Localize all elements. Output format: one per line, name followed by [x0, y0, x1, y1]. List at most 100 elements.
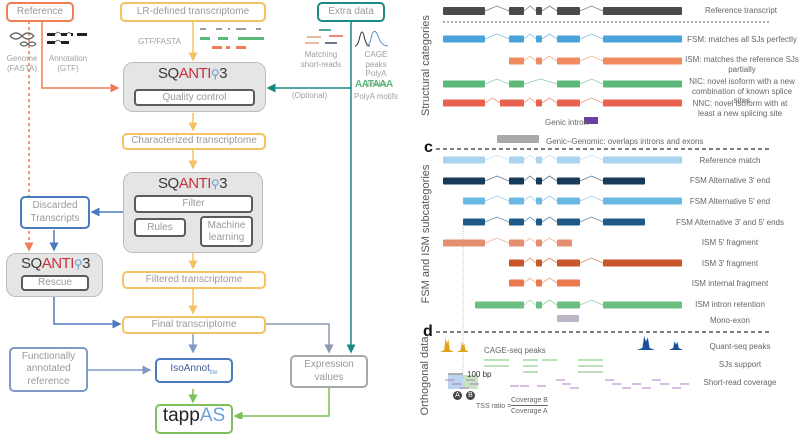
ism5-exon — [509, 239, 524, 247]
quality-control-button[interactable]: Quality control — [134, 89, 255, 106]
reference-match-exon — [557, 156, 580, 164]
annotation-gtf-icon — [46, 30, 94, 50]
sqanti-anti: ANTI — [41, 255, 75, 272]
rules-button[interactable]: Rules — [134, 218, 186, 237]
intron-line — [541, 154, 558, 161]
sqanti-sq: SQ — [21, 255, 42, 272]
filter-button[interactable]: Filter — [134, 195, 253, 213]
reference-transcript-exon — [509, 7, 524, 15]
intron-line — [579, 55, 604, 62]
reference-box[interactable]: Reference — [6, 2, 74, 22]
ism5-exon — [443, 239, 485, 247]
lr-transcriptome-label: LR-defined transcriptome — [136, 5, 250, 17]
sqanti-3: 3 — [219, 175, 227, 192]
intron-line — [541, 257, 558, 264]
matching-short-reads-label: Matching short-reads — [300, 50, 342, 69]
expression-values-box[interactable]: Expression values — [290, 355, 368, 388]
intron-line — [579, 154, 604, 161]
cage-peak — [457, 342, 469, 352]
lr-transcriptome-box[interactable]: LR-defined transcriptome — [120, 2, 266, 22]
machine-learning-button[interactable]: Machine learning — [200, 216, 253, 247]
nnc-exon — [443, 99, 485, 107]
intron-line — [523, 277, 537, 284]
ism-exon — [536, 57, 542, 65]
ism3-exon — [557, 259, 580, 267]
tss-ratio-label: TSS ratio = — [476, 403, 512, 410]
ism-intron-retention-exon — [475, 301, 524, 309]
magnifier-icon: ⚲ — [210, 66, 220, 81]
fsm-alt3-exon — [536, 177, 542, 185]
transcript-models-icon — [198, 25, 268, 53]
fsm-alt35-exon — [603, 218, 645, 226]
fsm-alt3-exon — [557, 177, 580, 185]
polya-motifs-label: PolyA motifs — [354, 92, 399, 101]
reference-transcript-exon — [603, 7, 682, 15]
panel-d-letter: d — [423, 323, 433, 340]
row-label-fsm-alt-5: FSM Alternative 5′ end — [689, 197, 771, 206]
intron-line — [523, 257, 537, 264]
intron-line — [541, 97, 558, 104]
intron-line — [541, 237, 558, 244]
fsm-exon — [509, 35, 524, 43]
fsm-exon — [557, 35, 580, 43]
ism-internal-exon — [536, 279, 542, 287]
final-label: Final transcriptome — [151, 318, 237, 330]
fsm-alt35-exon — [509, 218, 524, 226]
reference-match-exon — [536, 156, 542, 164]
intron-line — [523, 5, 537, 12]
ism-exon — [557, 57, 580, 65]
cage-seq-label: CAGE-seq peaks — [484, 346, 546, 355]
discarded-transcripts-box[interactable]: Discarded Transcripts — [20, 196, 90, 229]
bp-scale-label: 100 bp — [467, 370, 492, 379]
row-label-ism-3: ISM 3′ fragment — [701, 259, 759, 268]
functionally-annotated-reference-box[interactable]: Functionally annotated reference — [9, 347, 88, 392]
quant-peak — [637, 336, 655, 350]
row-label-reference-transcript: Reference transcript — [704, 6, 778, 15]
ism-intron-retention-exon — [557, 301, 580, 309]
expression-values-label: Expression values — [304, 359, 354, 383]
intron-line — [541, 195, 558, 202]
row-label-fsm-alt-3-5: FSM Alternative 3′ and 5′ ends — [676, 218, 784, 227]
intron-line — [484, 154, 510, 161]
characterized-transcriptome-box[interactable]: Characterized transcriptome — [122, 133, 266, 150]
intron-line — [541, 5, 558, 12]
filtered-transcriptome-box[interactable]: Filtered transcriptome — [122, 271, 266, 289]
ism3-exon — [603, 259, 682, 267]
rescue-button[interactable]: Rescue — [21, 275, 89, 291]
intron-line — [523, 78, 558, 85]
fsm-alt5-exon — [557, 197, 580, 205]
intron-line — [484, 78, 510, 85]
intron-line — [484, 237, 510, 244]
sqanti-sq: SQ — [158, 175, 179, 192]
intron-line — [579, 299, 604, 306]
row-label-ism-5: ISM 5′ fragment — [701, 238, 759, 247]
coverage-b-label: Coverage B — [511, 397, 548, 407]
row-label-fsm-alt-3: FSM Alternative 3′ end — [689, 176, 771, 185]
intron-line — [579, 257, 604, 264]
transcript-tracks — [436, 5, 770, 389]
reference-transcript-exon — [536, 7, 542, 15]
final-transcriptome-box[interactable]: Final transcriptome — [122, 316, 266, 334]
annotation-label: Annotation (GTF) — [48, 54, 88, 73]
row-label-fsm: FSM: matches all SJs perfectly — [687, 35, 797, 44]
ism-intron-retention-exon — [603, 301, 682, 309]
sqanti-3: 3 — [82, 255, 90, 272]
intron-line — [484, 33, 510, 40]
coverage-a-area — [448, 375, 463, 389]
fsm-alt5-exon — [536, 197, 542, 205]
intron-line — [484, 5, 510, 12]
genic-genomic-bar — [497, 135, 539, 143]
fsm-alt35-exon — [557, 218, 580, 226]
extra-data-label: Extra data — [328, 5, 374, 17]
sqanti-anti: ANTI — [178, 65, 212, 82]
extra-data-box[interactable]: Extra data — [317, 2, 385, 22]
intron-line — [541, 277, 558, 284]
intron-line — [523, 55, 537, 62]
isoannot-box[interactable]: IsoAnnotlite — [155, 358, 233, 383]
optional-label: (Optional) — [292, 91, 328, 100]
sqanti-anti: ANTI — [178, 175, 212, 192]
rules-label: Rules — [147, 221, 173, 233]
